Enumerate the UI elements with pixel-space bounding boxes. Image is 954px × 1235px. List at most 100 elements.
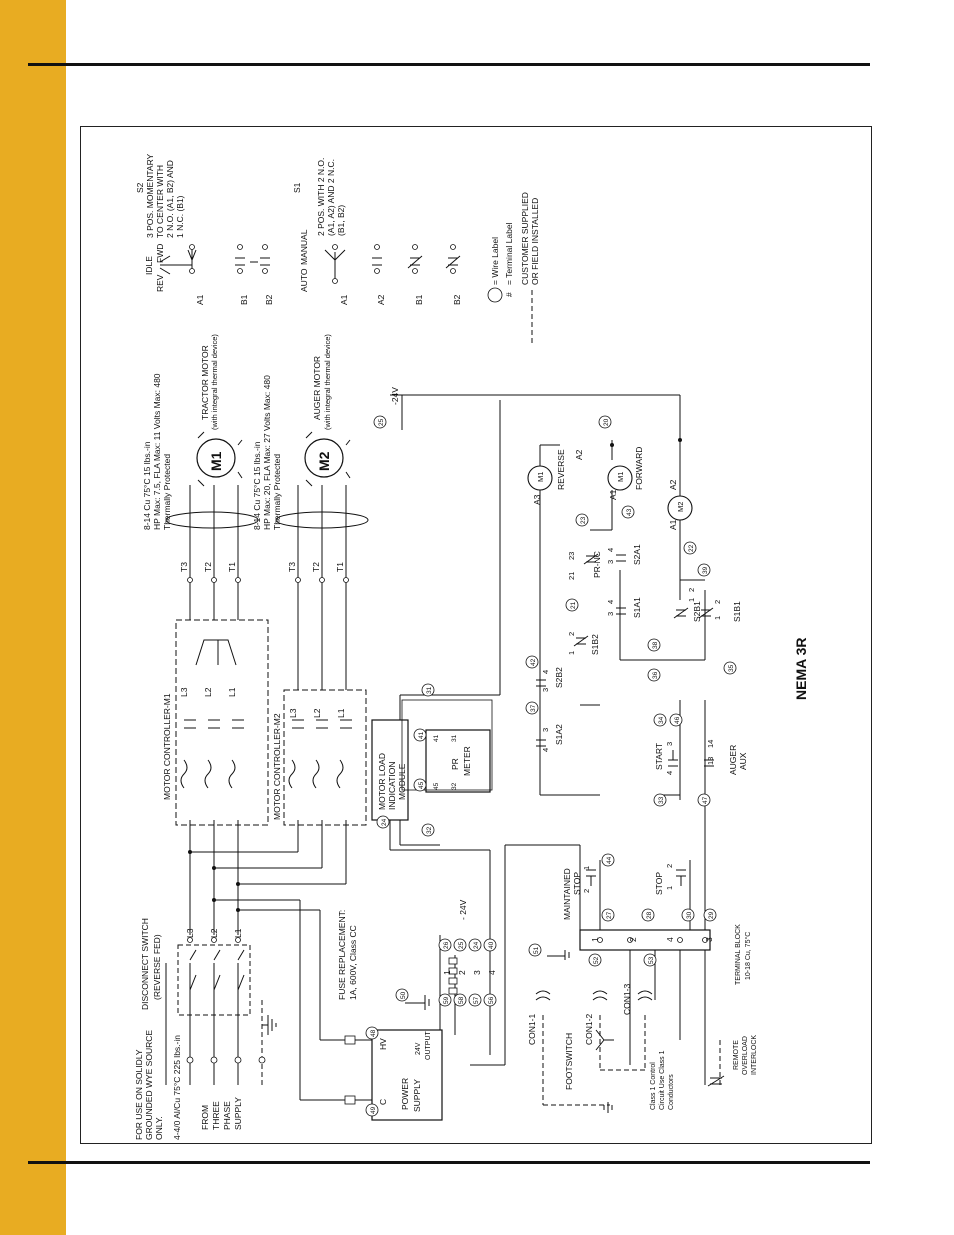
wire-label-number: 42 [530,658,537,666]
tractor-spec-3: Thermally Protected [162,454,172,530]
m2-line-l1: L1 [336,708,346,718]
connector-symbols [535,990,653,1051]
fuse-row-number: 40 [488,941,495,949]
pin-1-s1b2: 1 [567,651,576,655]
fuse-row-circle [438,938,452,952]
terminal-block-l1: TERMINAL BLOCK [735,924,742,985]
wire-label-number: 32 [426,826,433,834]
m1-line-l1: L1 [227,687,237,697]
controller-contacts [180,639,352,789]
s2-desc-4: 1 N.C. (B1) [175,195,185,238]
power-supply-minus-24v: - 24V [458,899,468,920]
fuse-row-4-n: 4 [487,970,497,975]
wire-label-number: 41 [418,731,425,739]
coil-m2: M2 [676,502,685,512]
remote-interlock-3: INTERLOCK [751,1035,758,1075]
legend-hash: # [504,292,514,297]
pin-14: 14 [706,740,715,748]
load-module-l3: MODULE [397,763,407,800]
wire-label-number: 36 [652,671,659,679]
s1-title: S1 [292,182,302,193]
wire-label-circle [376,815,390,829]
wire-label-number: 44 [606,856,613,864]
disconnect-title: DISCONNECT SWITCH [140,918,150,1010]
wire-label-circle [647,668,661,682]
s1-auto: AUTO [299,268,309,292]
fuse-symbols [344,957,458,1105]
fuse-row-number: 58 [458,996,465,1004]
maintained-label-2: STOP [572,872,582,895]
m1-term-t1: T1 [227,562,237,572]
s2-title: S2 [135,182,145,193]
contact-s1b1: S1B1 [732,601,742,622]
power-supply-l1: POWER [400,1078,410,1110]
bottom-rule [28,1161,870,1164]
ground-symbols [262,950,613,1113]
auger-motor-sub: (with integral thermal device) [323,334,332,430]
wire-label-circle [653,713,667,727]
note-grounded-3: ONLY. [154,1116,164,1140]
wire-label-circle [697,793,711,807]
legend-customer-1: CUSTOMER SUPPLIED [520,192,530,285]
fuse-row-circle [468,938,482,952]
s1-desc-3: (B1, B2) [336,205,346,236]
motor-symbols [196,431,351,487]
pin-3-s1a2: 3 [541,728,550,732]
fuse-row-number: 26 [443,941,450,949]
pin-3-s1a1: 3 [606,612,615,616]
wire-label-number: 20 [603,418,610,426]
pin-3-start: 3 [665,742,674,746]
wire-label-circle [588,953,602,967]
selector-switch-symbols [159,248,461,280]
wire-label-number: 25 [378,418,385,426]
wire-label-number: 48 [370,1029,377,1037]
remote-interlock-2: OVERLOAD [742,1036,749,1075]
tb-num-1: 1 [590,937,600,942]
fuse-row-circle [453,993,467,1007]
s1-desc-1: 2 POS. WITH 2 N.O. [316,158,326,236]
supply-label-4: SUPPLY [233,1097,243,1130]
pin-2-stop: 2 [665,864,674,868]
wire-label-circle [365,1103,379,1117]
pin-4-s1a2: 4 [541,748,550,752]
tractor-motor-symbol: M1 [208,451,224,471]
wire-label-number: 37 [530,704,537,712]
pin-2-s1b1: 2 [713,600,722,604]
supply-label-1: FROM [200,1105,210,1130]
wire-label-circle [621,505,635,519]
wire-label-circle [598,415,612,429]
wire-label-number: 47 [702,796,709,804]
wire-label-number: 52 [593,956,600,964]
coil-symbols [527,465,693,521]
contact-s2b1: S2B1 [692,601,702,622]
tractor-spec-2: HP Max: 7.5, FLA Max: 11 Volts Max: 480 [152,373,162,530]
wire-label-number: 31 [426,686,433,694]
power-supply-out-2: OUTPUT [425,1031,432,1061]
m2-term-t2: T2 [311,562,321,572]
pin-2-s1b2: 2 [567,632,576,636]
wire-label-circle [647,638,661,652]
s2-desc-2: TO CENTER WITH [155,165,165,238]
auger-spec-3: Thermally Protected [272,454,282,530]
pin-4-s2a1: 4 [606,548,615,552]
note-supply-wire: 4-4/0 Al/Cu 75°C 225 lbs.-in [172,1035,182,1140]
coil-a2-m2: A2 [668,479,678,490]
load-module-l2: INDICATION [387,762,397,810]
fuse-row-circle [438,993,452,1007]
maintained-label-1: MAINTAINED [562,868,572,920]
coil-a1-m2: A1 [668,519,678,530]
auger-aux-label-2: AUX [738,752,748,770]
wire-label-number: 29 [708,911,715,919]
s1-pole-a2: A2 [376,294,386,305]
pin-3-s2a1: 3 [606,560,615,564]
auger-motor-icon [304,438,344,478]
device-boxes [371,719,711,1121]
footswitch-label: FOOTSWITCH [564,1033,574,1090]
wire-label-number: 30 [686,911,693,919]
wire-label-circle [697,563,711,577]
wire-label-circle [395,988,409,1002]
controller-m2-label: MOTOR CONTROLLER-M2 [272,713,282,820]
wire-label-circle [421,683,435,697]
fuse-row-circle [483,938,497,952]
